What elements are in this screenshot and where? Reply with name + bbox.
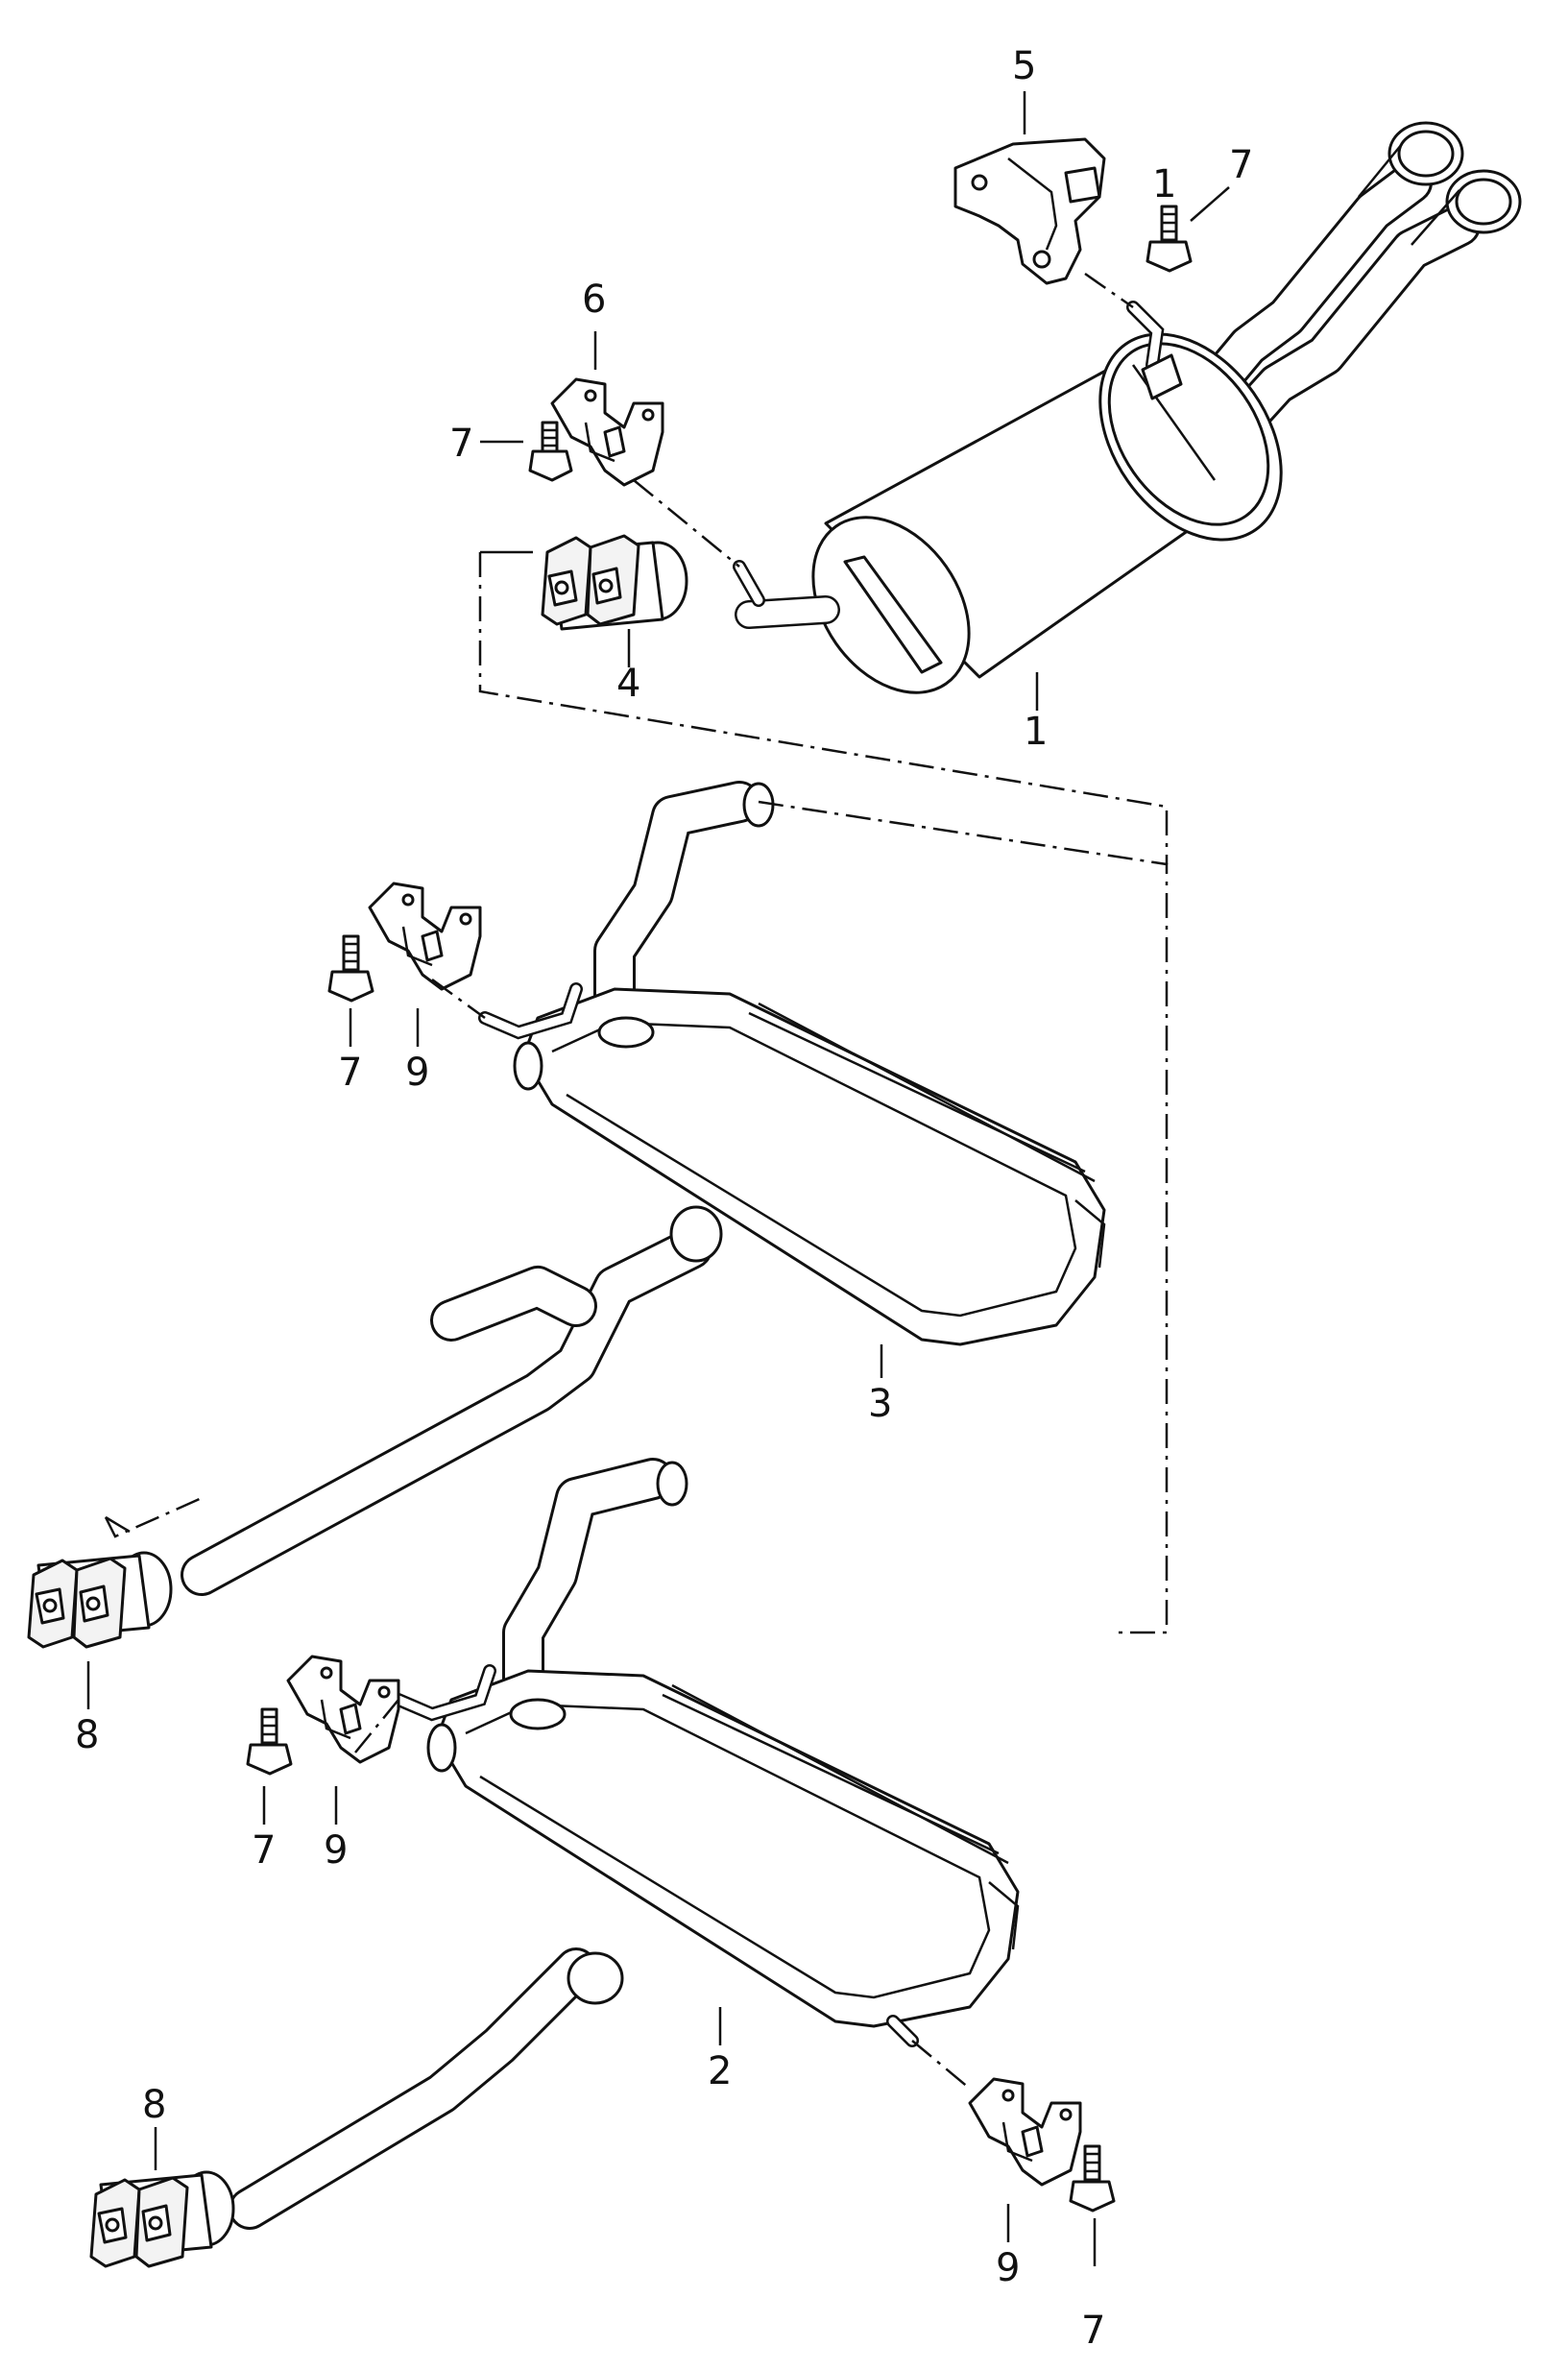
pipe-clamp-8b — [89, 2170, 235, 2268]
callout-9-middle: 9 — [405, 1051, 429, 1095]
callout-1: 1 — [1024, 710, 1048, 754]
rubber-hanger-9b — [286, 1655, 400, 1764]
callout-7-middle: 7 — [338, 1051, 362, 1095]
callout-4: 4 — [616, 662, 640, 706]
pipe-clamp-8a — [27, 1551, 173, 1649]
front-silencer — [229, 1458, 1020, 2230]
callout-8-bottom: 8 — [142, 2083, 166, 2127]
callout-1-near-bracket: 1 — [1152, 162, 1176, 206]
mounting-bracket-5 — [953, 137, 1106, 285]
callout-8-middle: 8 — [75, 1713, 99, 1757]
callout-9-lower-right: 9 — [996, 2246, 1020, 2290]
callout-9-lower-left: 9 — [324, 1828, 348, 1873]
pipe-clamp-4 — [541, 534, 688, 631]
bolt-7e — [1069, 2144, 1116, 2213]
rubber-hanger-6 — [550, 377, 664, 487]
callout-6: 6 — [582, 278, 606, 322]
rear-silencer — [733, 121, 1522, 694]
callout-7-top-left: 7 — [449, 422, 473, 466]
bolt-7a — [528, 421, 573, 482]
callout-7-lower-right: 7 — [1081, 2309, 1105, 2353]
callout-5: 5 — [1012, 44, 1036, 88]
bolt-7b — [1146, 205, 1193, 273]
rubber-hanger-9a — [368, 882, 482, 991]
tail-pipes — [1179, 121, 1522, 458]
rubber-hanger-9c — [968, 2077, 1082, 2187]
callout-2: 2 — [708, 2049, 732, 2093]
rear-silencer-body — [811, 332, 1283, 694]
bolt-7d — [246, 1707, 293, 1776]
callout-3: 3 — [868, 1382, 892, 1426]
bolt-7c — [327, 934, 374, 1003]
center-silencer — [181, 781, 1106, 1596]
callout-7-top-right: 7 — [1229, 143, 1253, 187]
callout-7-lower-left: 7 — [252, 1828, 276, 1873]
